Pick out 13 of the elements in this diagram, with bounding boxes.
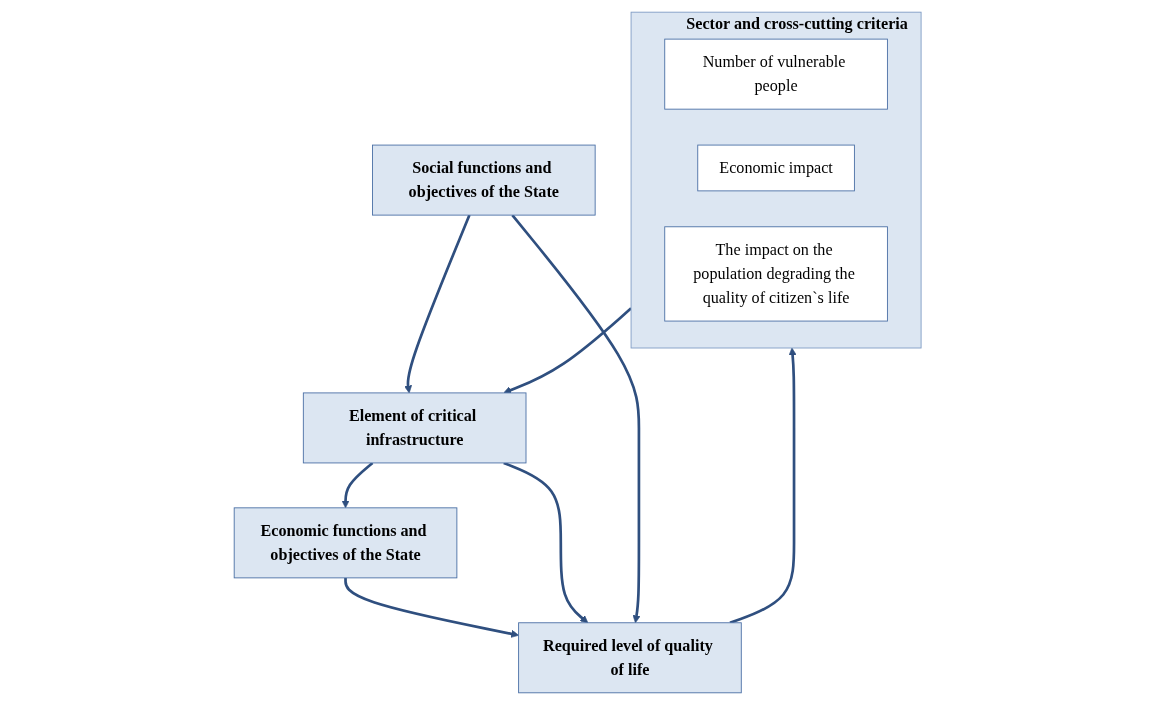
node-box: Number of vulnerable people xyxy=(664,38,888,110)
arrow xyxy=(404,214,471,394)
arrow xyxy=(511,214,641,624)
arrow xyxy=(341,461,374,509)
arrow xyxy=(503,461,589,624)
node-box: Economic functions and objectives of the State xyxy=(233,507,458,579)
node-box: The impact on the population degrading the quality of citizen`s life xyxy=(664,226,888,322)
node-box: Social functions and objectives of the State xyxy=(371,144,596,216)
arrow xyxy=(503,307,632,394)
arrow xyxy=(344,577,519,638)
node-box: Element of critical infrastructure xyxy=(302,392,527,464)
node-box: Economic impact xyxy=(697,144,855,192)
node-box: Required level of quality of life xyxy=(518,622,742,694)
